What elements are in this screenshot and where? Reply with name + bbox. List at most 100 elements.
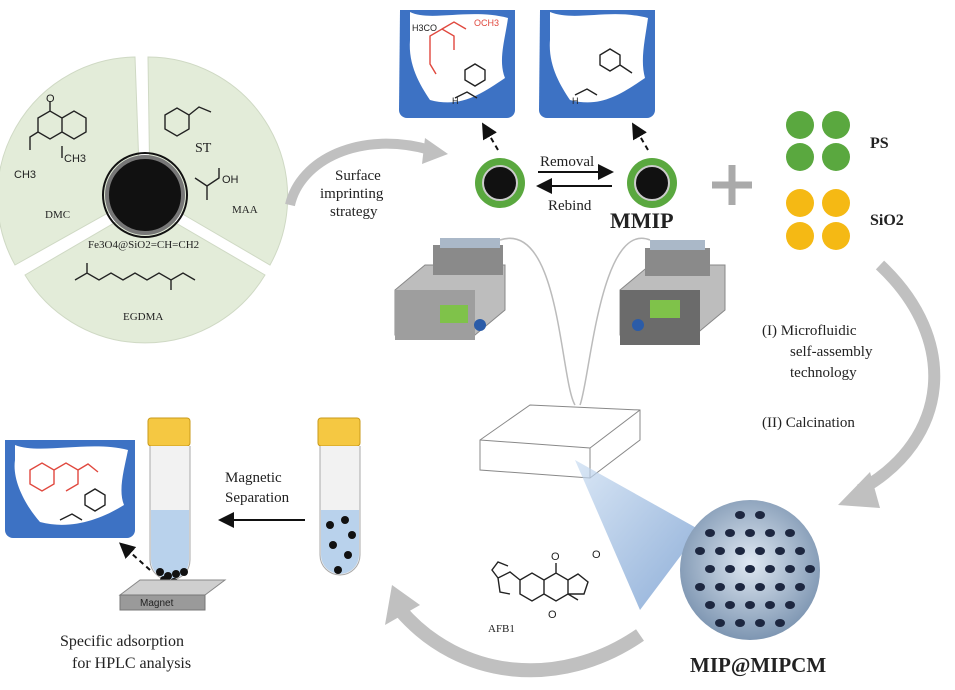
mmip-label: MMIP (610, 208, 674, 233)
pore (745, 565, 755, 573)
svg-text:strategy: strategy (330, 204, 378, 220)
pore (715, 583, 725, 591)
caption-line-2: for HPLC analysis (72, 655, 191, 672)
svg-text:O: O (551, 551, 560, 563)
magnetic-separation-label: Magnetic (225, 470, 282, 486)
pore (785, 601, 795, 609)
afb1-structure: O O O AFB1 (488, 549, 601, 635)
pore (785, 565, 795, 573)
svg-text:CH3: CH3 (64, 153, 86, 165)
label-egdma: EGDMA (123, 311, 163, 323)
pore (715, 547, 725, 555)
pore (795, 547, 805, 555)
caption-line-1: Specific adsorption (60, 633, 184, 650)
dmc-structure: O CH3 CH3 DMC (14, 93, 87, 221)
afb1-label: AFB1 (488, 623, 515, 635)
magnet: Magnet (118, 579, 227, 611)
mip-mipcm-image (680, 500, 820, 640)
label-dmc: DMC (45, 209, 70, 221)
pore (725, 601, 735, 609)
surface-imprinting-label: Surface (335, 168, 381, 184)
svg-text:CH3: CH3 (14, 169, 36, 181)
removal-label: Removal (540, 154, 594, 170)
pore (755, 583, 765, 591)
pore (775, 547, 785, 555)
process-arrow (857, 260, 941, 496)
pore (755, 511, 765, 519)
return-arrow (394, 605, 644, 678)
svg-text:H: H (452, 96, 459, 106)
pore (775, 619, 785, 627)
svg-text:OH: OH (222, 174, 239, 186)
label-st: ST (195, 141, 212, 156)
svg-text:O: O (592, 549, 601, 561)
cavity-with-template: H3CO OCH3 H (399, 10, 515, 118)
pore (705, 565, 715, 573)
egdma-structure: EGDMA (74, 263, 196, 323)
syringe-pump-left (394, 238, 506, 340)
svg-text:Separation: Separation (225, 490, 290, 506)
pore (695, 547, 705, 555)
svg-text:O: O (548, 609, 557, 621)
st-structure: ST (164, 106, 212, 156)
pore (805, 565, 815, 573)
imprinted-particle (475, 158, 525, 208)
pore (705, 601, 715, 609)
afb1-cavity (5, 440, 135, 538)
monomer-wheel: O CH3 CH3 DMC ST OH MAA Fe3O4@SiO2=CH=CH… (0, 56, 289, 344)
pore (775, 583, 785, 591)
svg-text:imprinting: imprinting (320, 186, 384, 202)
pore (715, 619, 725, 627)
magnify-beam (575, 460, 700, 610)
wheel-segment-egdma (24, 204, 266, 344)
pore (765, 565, 775, 573)
mip-mipcm-label: MIP@MIPCM (690, 653, 826, 677)
pore (735, 547, 745, 555)
pore (745, 529, 755, 537)
svg-text:O: O (46, 93, 55, 105)
zoom-arrow-2 (631, 122, 649, 151)
step2-label: (II) Calcination (762, 415, 855, 431)
syringe-pump-right (619, 240, 726, 345)
svg-text:OCH3: OCH3 (474, 18, 499, 28)
svg-text:technology: technology (790, 365, 857, 381)
pore (785, 529, 795, 537)
pore (735, 511, 745, 519)
pore (705, 529, 715, 537)
step1-label: (I) Microfluidic (762, 323, 857, 339)
pore (755, 547, 765, 555)
ps-label: PS (870, 135, 889, 152)
pore (735, 619, 745, 627)
rebind-label: Rebind (548, 198, 592, 214)
tubing (499, 237, 651, 406)
zoom-arrow-1 (481, 122, 499, 151)
pore (765, 601, 775, 609)
mmip-particle (627, 158, 677, 208)
pore (725, 565, 735, 573)
magnet-label: Magnet (140, 598, 174, 609)
label-maa: MAA (232, 204, 258, 216)
pore (735, 583, 745, 591)
ps-spheres (786, 111, 850, 171)
svg-text:self-assembly: self-assembly (790, 344, 873, 360)
pore (755, 619, 765, 627)
pore (725, 529, 735, 537)
pore (695, 583, 705, 591)
plus-icon (712, 165, 752, 205)
svg-text:H3CO: H3CO (412, 23, 437, 33)
tube-separated (147, 417, 191, 586)
empty-cavity: H (539, 10, 655, 118)
pore (765, 529, 775, 537)
label-core: Fe3O4@SiO2=CH=CH2 (88, 239, 199, 251)
pore (795, 583, 805, 591)
sio2-label: SiO2 (870, 212, 904, 229)
fe3o4-core (105, 155, 185, 235)
sio2-spheres (786, 189, 850, 250)
microfluidic-chip (479, 404, 641, 479)
pore (745, 601, 755, 609)
surface-imprinting-arrow (285, 138, 432, 207)
wheel-segment-dmc (0, 56, 141, 266)
svg-text:H: H (572, 96, 579, 106)
maa-structure: OH MAA (194, 168, 258, 216)
